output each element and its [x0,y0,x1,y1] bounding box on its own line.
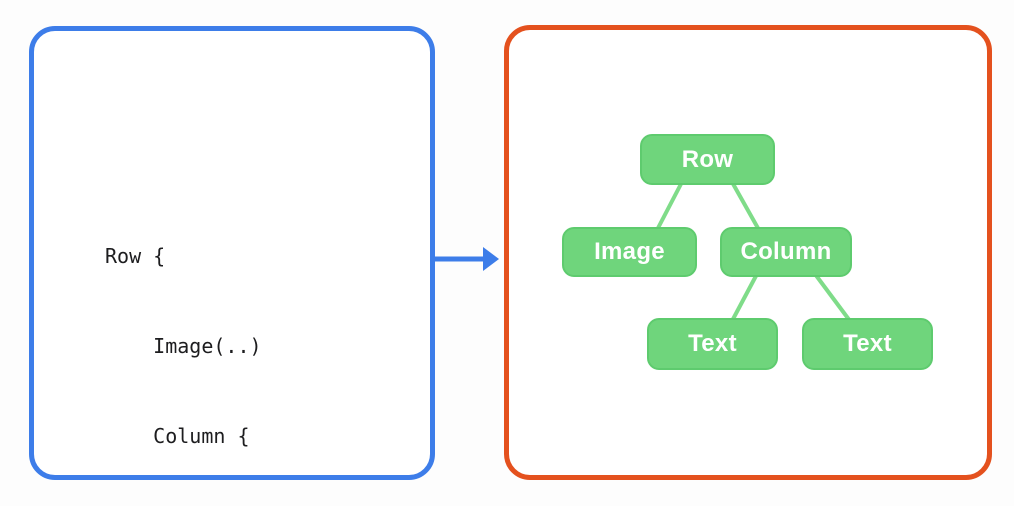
tree-node-text-right: Text [802,318,933,370]
ui-tree-panel: Row Image Column Text Text [504,25,992,480]
tree-node-label: Text [688,330,737,357]
tree-node-column: Column [720,227,852,277]
code-line: Image(..) [105,334,262,358]
tree-connectors [655,181,852,323]
edge-column-text-right [813,272,852,323]
tree-node-image: Image [562,227,697,277]
tree-node-label: Row [681,145,734,173]
code-line: Column { [105,424,250,448]
code-panel: Row { Image(..) Column { Text(..) Text(.… [29,26,435,480]
right-arrow-icon [435,247,499,271]
tree-node-text-left: Text [647,318,778,370]
edge-row-image [655,181,684,231]
code-line: Row { [105,244,166,268]
tree-node-row: Row [640,134,775,185]
code-block: Row { Image(..) Column { Text(..) Text(.… [105,181,298,506]
edge-row-column [730,181,761,231]
edge-column-text-left [730,273,759,322]
tree-node-label: Column [740,238,832,265]
tree-node-label: Text [843,330,892,357]
tree-node-label: Image [594,238,665,265]
